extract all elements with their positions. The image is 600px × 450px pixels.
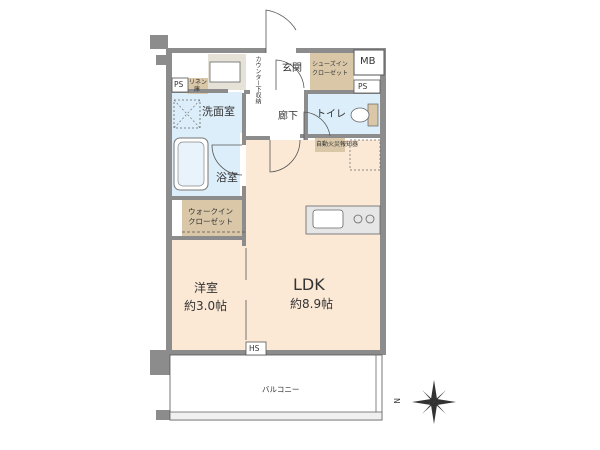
shoes-closet-fill (310, 52, 354, 90)
balcony-rail (169, 411, 383, 421)
shoes-closet-line2: クローゼット (312, 70, 349, 77)
ps-right-box (353, 79, 381, 94)
toilet-label: トイレ (316, 109, 346, 120)
linen-closet-line2: 庫 (194, 86, 201, 93)
linen-closet-line1: リネン (189, 79, 208, 86)
compass-north-label: N (393, 397, 403, 404)
bath-label: 浴室 (216, 171, 238, 184)
stove-burner-1 (353, 214, 363, 224)
sink (312, 209, 344, 229)
ps-left-label: PS (174, 80, 184, 89)
entrance-label: 玄関 (282, 63, 302, 74)
fire-alarm-label: 自動火災報知器 (316, 141, 359, 148)
washroom-floor (170, 92, 242, 133)
washroom-label: 洗面室 (202, 105, 235, 118)
ldk-area: 約8.9帖 (290, 297, 334, 311)
fire-alarm-box-fill (315, 138, 345, 152)
balcony-label: バルコニー (262, 385, 300, 394)
stove-burner-2 (365, 214, 375, 224)
western-room-area: 約3.0帖 (184, 299, 228, 313)
hs-label: HS (249, 344, 260, 353)
doors (211, 9, 331, 340)
western-room-label: 洋室 (194, 281, 219, 295)
shoes-closet-line1: シューズイン (312, 61, 348, 68)
hs-box (245, 341, 267, 356)
ps-right-label: PS (358, 82, 368, 91)
ps-left-box (171, 77, 189, 93)
hallway-label: 廊下 (278, 111, 298, 122)
western-room-floor (170, 240, 246, 353)
ldk-label: LDK (293, 275, 325, 294)
walkin-closet-line1: ウォークイン (188, 207, 233, 216)
toilet-bowl (350, 107, 370, 123)
toilet-tank (367, 103, 379, 127)
washer-mark (173, 99, 201, 129)
walkin-closet-line2: クローゼット (188, 217, 233, 226)
ldk-floor (246, 140, 382, 353)
mb-label: MB (360, 56, 376, 67)
washbasin (209, 61, 241, 83)
mb-box (353, 49, 385, 76)
walls (150, 35, 386, 420)
balcony-area (169, 354, 383, 421)
counter-storage-label: カウンター下収納 (254, 56, 261, 104)
fridge-space (349, 139, 381, 171)
compass-rose (412, 380, 456, 424)
